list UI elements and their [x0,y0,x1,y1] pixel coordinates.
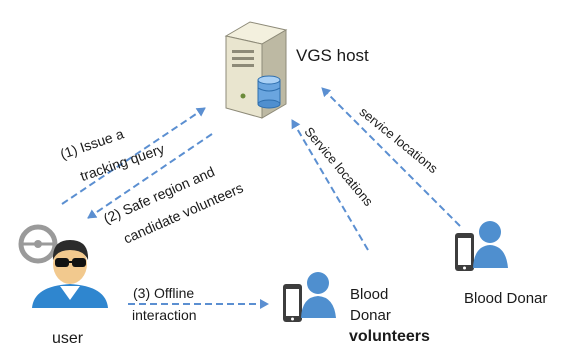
arrow-safe-region [87,133,213,219]
volunteer-name-label: Blood Donar [350,284,391,326]
phone-icon [455,233,474,271]
user-label: user [52,330,84,347]
steering-wheel-icon [18,224,58,264]
person-icon [473,221,508,268]
volunteer-name-line-2: Donar [350,307,391,324]
person-icon [301,272,336,318]
volunteer-role-label: volunteers [349,328,430,345]
donor-label: Blood Donar [464,290,548,307]
volunteer-name-line-1: Blood [350,286,389,303]
arrow-query [61,107,206,205]
host-label: VGS host [296,46,369,65]
step3-label-line-2: interaction [132,307,197,323]
arrow-donor-service [321,87,461,227]
database-icon [257,75,281,109]
arrow-volunteer-service [291,119,369,251]
step3-label-line-1: (3) Offline [133,285,195,301]
user-icon [32,240,108,308]
phone-icon [283,284,302,322]
